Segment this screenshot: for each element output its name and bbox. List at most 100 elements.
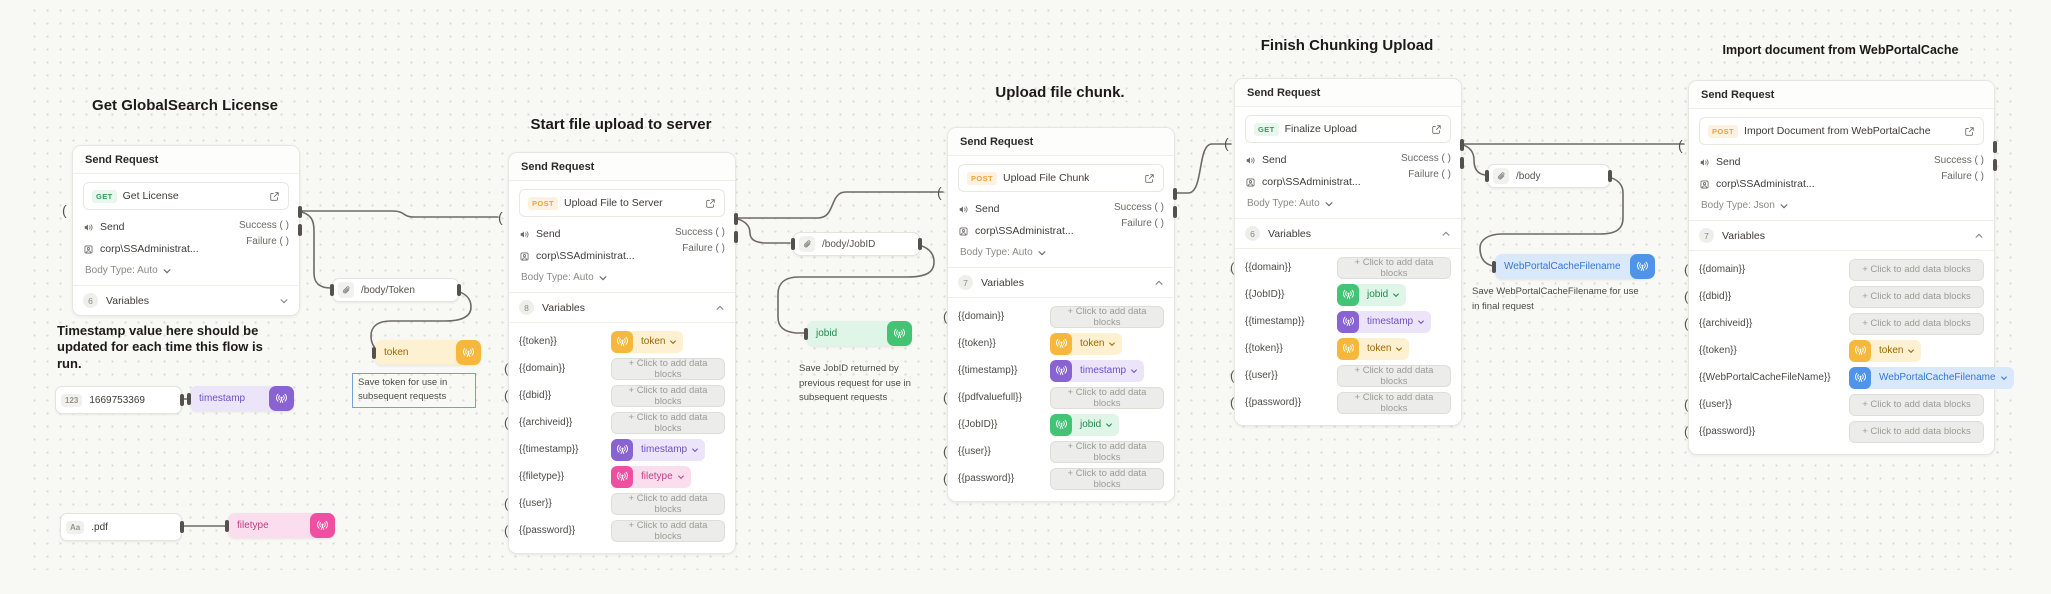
data-block-chip[interactable]: token xyxy=(1337,337,1410,360)
send-input-port[interactable]: ( xyxy=(62,202,67,218)
variable-input-port[interactable]: ( xyxy=(1684,423,1689,439)
variables-section-header[interactable]: 7 Variables xyxy=(1689,220,1994,250)
data-block-chip[interactable]: token xyxy=(611,330,684,353)
chevron-up-icon[interactable] xyxy=(1154,278,1164,288)
variable-input-port[interactable]: ( xyxy=(504,522,509,538)
variable-input-port[interactable]: ( xyxy=(1684,315,1689,331)
data-block-chip[interactable]: token xyxy=(1050,332,1123,355)
broadcast-node-timestamp[interactable]: timestamp xyxy=(187,386,294,411)
body-type-dropdown[interactable]: Body Type: Auto xyxy=(509,265,735,292)
add-data-block-button[interactable]: + Click to add data blocks xyxy=(1050,305,1164,328)
add-data-block-button[interactable]: + Click to add data blocks xyxy=(1849,312,1984,335)
add-data-block-button[interactable]: + Click to add data blocks xyxy=(1337,364,1451,387)
body-type-dropdown[interactable]: Body Type: Auto xyxy=(948,240,1174,267)
success-output-port[interactable] xyxy=(1460,139,1464,151)
variable-input-port[interactable]: ( xyxy=(943,443,948,459)
output-port[interactable] xyxy=(918,238,922,250)
variable-input-port[interactable]: ( xyxy=(504,360,509,376)
variable-input-port[interactable]: ( xyxy=(1230,367,1235,383)
variables-section-header[interactable]: 7 Variables xyxy=(948,267,1174,297)
add-data-block-button[interactable]: + Click to add data blocks xyxy=(1337,256,1451,279)
variable-input-port[interactable]: ( xyxy=(943,308,948,324)
data-block-chip[interactable]: token xyxy=(1849,339,1922,362)
failure-output-port[interactable] xyxy=(1173,206,1177,218)
failure-output-port[interactable] xyxy=(734,231,738,243)
input-port[interactable] xyxy=(225,519,229,532)
value-node-pdf[interactable]: Aa .pdf xyxy=(60,513,184,541)
value-node-timestamp[interactable]: 123 1669753369 xyxy=(55,386,184,414)
variable-input-port[interactable]: ( xyxy=(1684,288,1689,304)
variable-input-port[interactable]: ( xyxy=(1684,261,1689,277)
add-data-block-button[interactable]: + Click to add data blocks xyxy=(611,384,725,407)
input-port[interactable] xyxy=(187,392,191,405)
send-request-card[interactable]: Send Request GET Get License Send corp\S… xyxy=(62,145,302,316)
send-request-card[interactable]: Send Request POST Upload File Chunk Send… xyxy=(937,127,1177,502)
body-type-dropdown[interactable]: Body Type: Auto xyxy=(1235,191,1461,218)
failure-output-port[interactable] xyxy=(1460,157,1464,169)
add-data-block-button[interactable]: + Click to add data blocks xyxy=(1849,285,1984,308)
failure-output-port[interactable] xyxy=(298,224,302,236)
input-port[interactable] xyxy=(1485,170,1489,182)
send-input-port[interactable]: ( xyxy=(1224,135,1229,151)
variables-section-header[interactable]: 8 Variables xyxy=(509,292,735,322)
input-port[interactable] xyxy=(1492,260,1496,273)
request-name-field[interactable]: GET Finalize Upload xyxy=(1245,115,1451,143)
add-data-block-button[interactable]: + Click to add data blocks xyxy=(611,357,725,380)
send-input-port[interactable]: ( xyxy=(937,184,942,200)
broadcast-node-jobid[interactable]: jobid xyxy=(804,321,912,346)
data-block-chip[interactable]: filetype xyxy=(611,465,691,488)
external-link-icon[interactable] xyxy=(1431,124,1442,135)
send-input-port[interactable]: ( xyxy=(498,209,503,225)
add-data-block-button[interactable]: + Click to add data blocks xyxy=(1337,391,1451,414)
send-request-card[interactable]: Send Request POST Import Document from W… xyxy=(1678,80,2014,455)
output-port[interactable] xyxy=(457,284,461,296)
request-name-field[interactable]: POST Upload File Chunk xyxy=(958,164,1164,192)
variable-input-port[interactable]: ( xyxy=(1684,396,1689,412)
add-data-block-button[interactable]: + Click to add data blocks xyxy=(1849,420,1984,443)
data-block-chip[interactable]: timestamp xyxy=(611,438,706,461)
annotation-token[interactable]: Save token for use in subsequent request… xyxy=(352,373,476,408)
add-data-block-button[interactable]: + Click to add data blocks xyxy=(1849,258,1984,281)
add-data-block-button[interactable]: + Click to add data blocks xyxy=(611,519,725,542)
add-data-block-button[interactable]: + Click to add data blocks xyxy=(1849,393,1984,416)
broadcast-node-filetype[interactable]: filetype xyxy=(225,513,335,538)
extract-node-body-jobid[interactable]: /body/JobID xyxy=(791,232,922,256)
broadcast-node-token[interactable]: token xyxy=(372,340,481,365)
request-name-field[interactable]: POST Upload File to Server xyxy=(519,189,725,217)
success-output-port[interactable] xyxy=(1173,188,1177,200)
data-block-chip[interactable]: timestamp xyxy=(1050,359,1145,382)
chevron-up-icon[interactable] xyxy=(715,303,725,313)
external-link-icon[interactable] xyxy=(1964,126,1975,137)
success-output-port[interactable] xyxy=(1993,141,1997,153)
request-name-field[interactable]: GET Get License xyxy=(83,182,289,210)
data-block-chip[interactable]: jobid xyxy=(1050,413,1120,436)
output-port[interactable] xyxy=(180,394,184,406)
extract-node-body[interactable]: /body xyxy=(1485,164,1612,188)
output-port[interactable] xyxy=(1608,170,1612,182)
variable-input-port[interactable]: ( xyxy=(504,495,509,511)
failure-output-port[interactable] xyxy=(1993,159,1997,171)
chevron-up-icon[interactable] xyxy=(1974,231,1984,241)
body-type-dropdown[interactable]: Body Type: Json xyxy=(1689,193,1994,220)
input-port[interactable] xyxy=(330,284,334,296)
input-port[interactable] xyxy=(791,238,795,250)
external-link-icon[interactable] xyxy=(269,191,280,202)
variable-input-port[interactable]: ( xyxy=(504,387,509,403)
success-output-port[interactable] xyxy=(298,206,302,218)
external-link-icon[interactable] xyxy=(705,198,716,209)
variable-input-port[interactable]: ( xyxy=(943,389,948,405)
send-request-card[interactable]: Send Request POST Upload File to Server … xyxy=(498,152,738,554)
add-data-block-button[interactable]: + Click to add data blocks xyxy=(1050,440,1164,463)
success-output-port[interactable] xyxy=(734,213,738,225)
output-port[interactable] xyxy=(180,521,184,533)
chevron-down-icon[interactable] xyxy=(279,296,289,306)
request-name-field[interactable]: POST Import Document from WebPortalCache xyxy=(1699,117,1984,145)
chevron-up-icon[interactable] xyxy=(1441,229,1451,239)
variables-section-header[interactable]: 6 Variables xyxy=(1235,218,1461,248)
variable-input-port[interactable]: ( xyxy=(1230,259,1235,275)
extract-node-body-token[interactable]: /body/Token xyxy=(330,278,461,302)
add-data-block-button[interactable]: + Click to add data blocks xyxy=(611,492,725,515)
send-request-card[interactable]: Send Request GET Finalize Upload Send co… xyxy=(1224,78,1464,426)
body-type-dropdown[interactable]: Body Type: Auto xyxy=(73,258,299,285)
variable-input-port[interactable]: ( xyxy=(1230,394,1235,410)
